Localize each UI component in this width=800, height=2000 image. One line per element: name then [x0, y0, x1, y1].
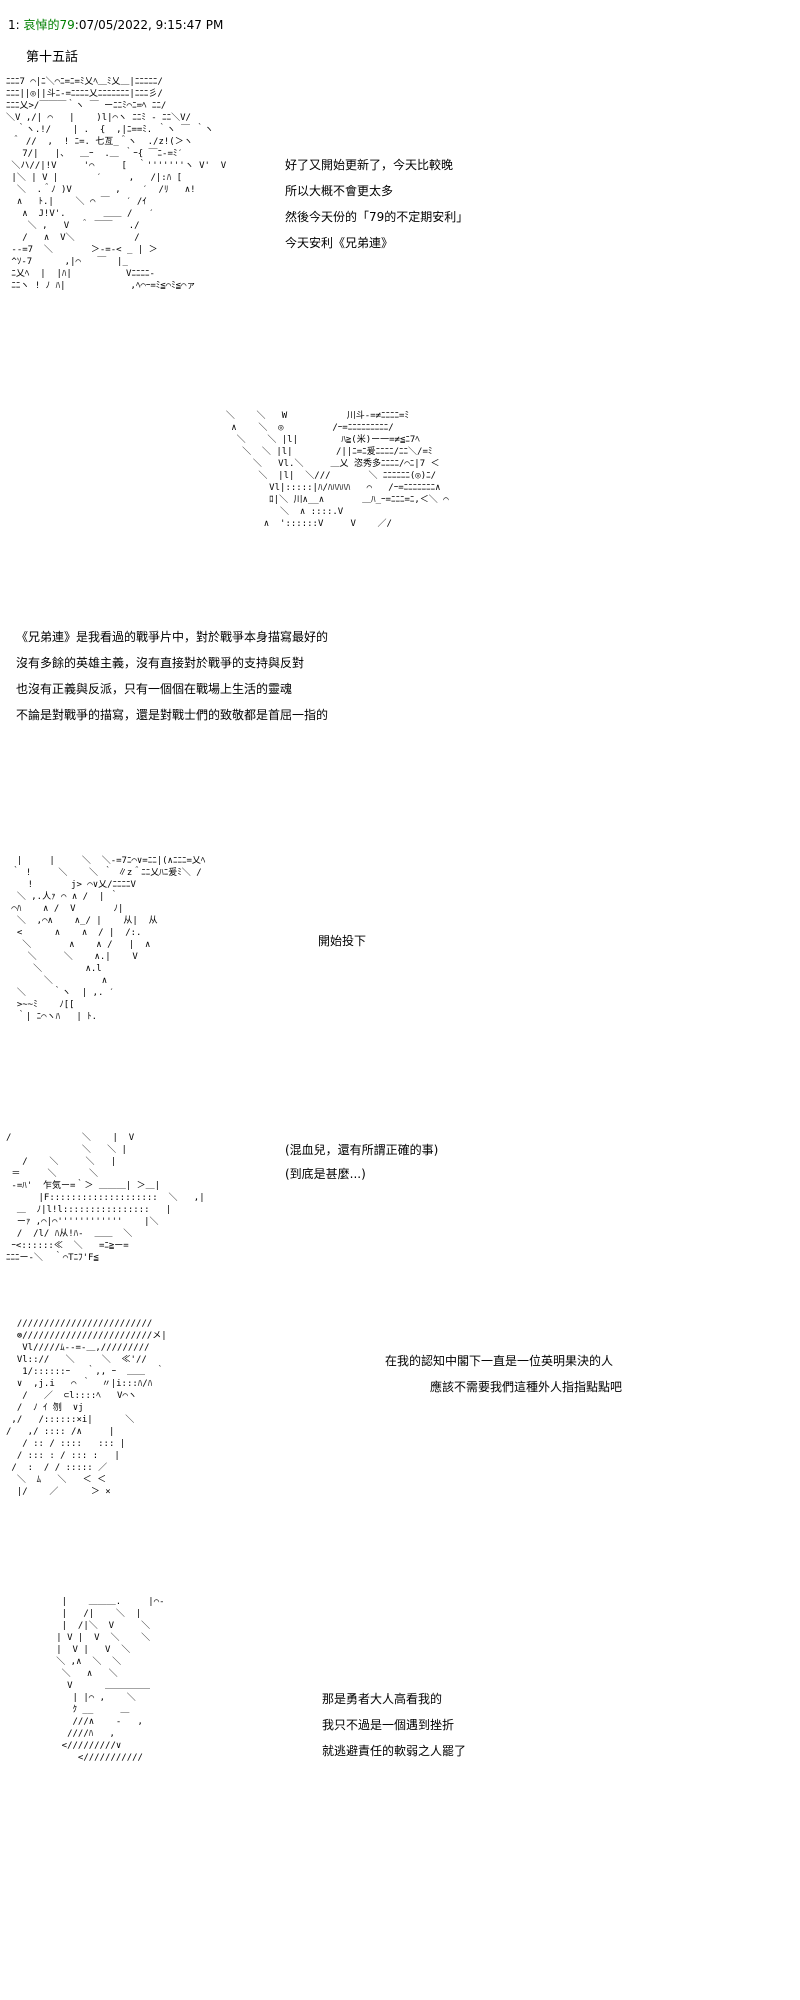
text-line: (到底是甚麼...) [285, 1167, 366, 1181]
post-number: 1 [8, 18, 16, 32]
text-line: 開始投下 [318, 934, 367, 948]
text-block-4: (混血兒，還有所謂正確的事) (到底是甚麼...) [285, 1138, 438, 1186]
ascii-art-4: / ＼ | V ＼ ＼ | / ＼ ＼ | ＝ ＼ ＼ -=ﾊ' 乍気ー=｀＞ … [6, 1133, 205, 1263]
text-line: (混血兒，還有所謂正確的事) [285, 1143, 439, 1157]
ascii-art-6: | ＿＿＿. |⌒- | /| ＼ | | /|＼ V ＼ | V | V ＼ … [56, 1597, 165, 1763]
text-line: 《兄弟連》是我看過的戰爭片中，對於戰爭本身描寫最好的 [16, 630, 329, 644]
text-line: 也沒有正義與反派，只有一個個在戰場上生活的靈魂 [16, 682, 293, 696]
text-line: 所以大概不會更太多 [285, 184, 394, 198]
text-block-5: 在我的認知中閣下一直是一位英明果決的人 應該不需要我們這種外人指指點點吧 [385, 1348, 622, 1400]
text-line: 在我的認知中閣下一直是一位英明果決的人 [385, 1354, 614, 1368]
text-block-3: 開始投下 [318, 928, 366, 954]
text-block-6: 那是勇者大人高看我的 我只不過是一個遇到挫折 就逃避責任的軟弱之人罷了 [322, 1686, 466, 1764]
ascii-art-3: | | ＼ ＼-=7ﾆ⌒∨=ﾆﾆ|(∧ﾆﾆﾆ=乂ﾍ ｀ ! ＼ ＼ ｀ ∥z＾ﾆ… [11, 856, 206, 1022]
text-line: 不論是對戰爭的描寫，還是對戰士們的致敬都是首屈一指的 [16, 708, 329, 722]
ascii-art-5: ///////////////////////// ⊗/////////////… [6, 1319, 167, 1497]
text-block-1: 好了又開始更新了，今天比較晚 所以大概不會更太多 然後今天份的「79的不定期安利… [285, 152, 468, 256]
text-line: 應該不需要我們這種外人指指點點吧 [430, 1380, 623, 1394]
post-username-link[interactable]: 哀悼的79 [23, 18, 75, 32]
text-line: 然後今天份的「79的不定期安利」 [285, 210, 469, 224]
text-line: 好了又開始更新了，今天比較晚 [285, 158, 454, 172]
ascii-art-2: ＼ ＼ W 川斗-=≠ﾆﾆﾆﾆ=ﾐ ∧ ＼ ◎ /ｰ=ﾆﾆﾆﾆﾆﾆﾆﾆﾆ/ ＼ … [225, 411, 449, 529]
ascii-art-1: ﾆﾆﾆ7 ⌒|ﾆ＼⌒ﾆ=ﾆ=ﾐ乂ﾍ＿ﾐ乂＿|ﾆﾆﾆﾆﾆ/ ﾆﾆﾆ||◎||斗ﾆ-… [6, 77, 227, 291]
text-line: 就逃避責任的軟弱之人罷了 [322, 1744, 467, 1758]
text-block-2: 《兄弟連》是我看過的戰爭片中，對於戰爭本身描寫最好的 沒有多餘的英雄主義，沒有直… [16, 624, 328, 728]
post-number-colon: : [15, 18, 20, 32]
text-line: 今天安利《兄弟連》 [285, 236, 394, 250]
post-header: 1: 哀悼的79:07/05/2022, 9:15:47 PM [8, 18, 223, 32]
chapter-title: 第十五話 [26, 50, 79, 65]
text-line: 沒有多餘的英雄主義，沒有直接對於戰爭的支持與反對 [16, 656, 305, 670]
text-line: 我只不過是一個遇到挫折 [322, 1718, 455, 1732]
text-line: 那是勇者大人高看我的 [322, 1692, 443, 1706]
post-datetime: :07/05/2022, 9:15:47 PM [74, 18, 224, 32]
